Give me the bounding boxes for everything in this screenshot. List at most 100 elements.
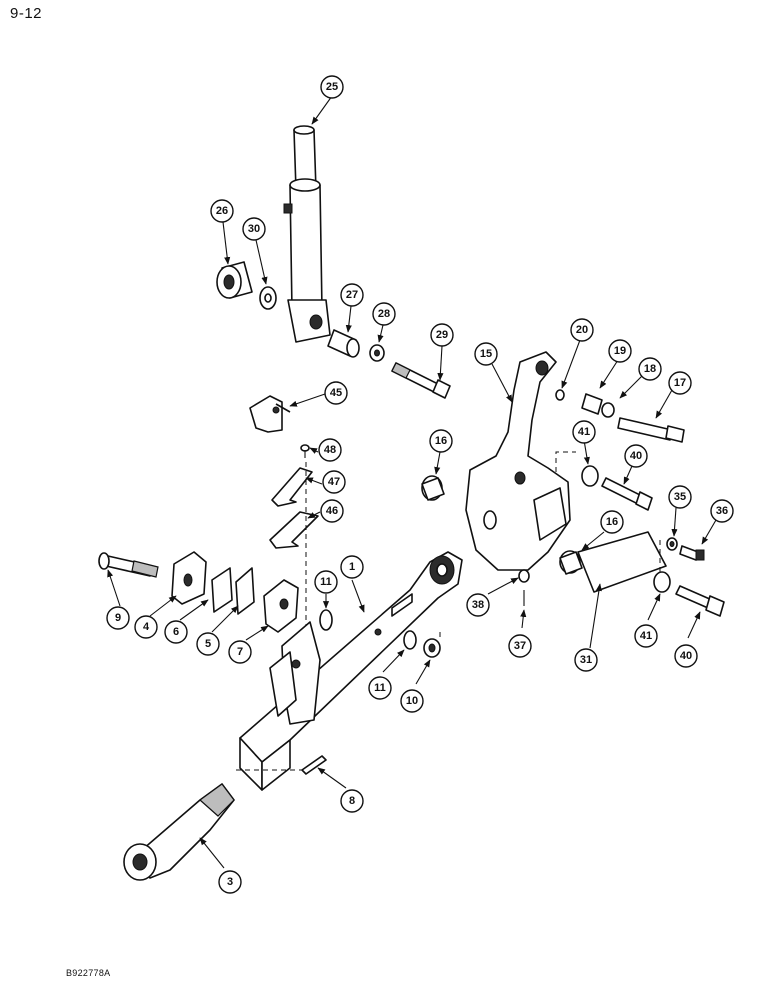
callout-1: 1 [340, 555, 364, 579]
callout-26: 26 [210, 199, 234, 223]
shim-6 [211, 567, 233, 613]
svg-text:1: 1 [349, 561, 355, 573]
block-4 [171, 551, 207, 605]
callout-38: 38 [466, 593, 490, 617]
callout-11-upper: 11 [314, 570, 338, 594]
svg-text:26: 26 [216, 205, 228, 217]
callout-19: 19 [608, 339, 632, 363]
callout-15: 15 [474, 342, 498, 366]
callout-4: 4 [134, 615, 158, 639]
svg-text:35: 35 [674, 491, 686, 503]
svg-text:11: 11 [320, 576, 332, 588]
callout-9: 9 [106, 606, 130, 630]
screw-20 [555, 389, 565, 401]
clamp-7 [263, 579, 299, 633]
link-3 [123, 783, 235, 881]
bolt-17 [617, 417, 685, 443]
svg-text:6: 6 [173, 626, 179, 638]
washer-30 [259, 286, 277, 310]
callout-37: 37 [508, 634, 532, 658]
washer-41-lower [653, 571, 671, 593]
callout-5: 5 [196, 632, 220, 656]
figure-id: B922778A [66, 968, 111, 978]
pin-8 [301, 755, 327, 775]
callout-16-lower: 16 [600, 510, 624, 534]
svg-text:41: 41 [640, 630, 652, 642]
plate-31 [577, 531, 667, 593]
bearing-26 [216, 261, 253, 299]
callout-3: 3 [218, 870, 242, 894]
plate-47 [271, 467, 313, 507]
svg-text:3: 3 [227, 876, 233, 888]
svg-text:7: 7 [237, 646, 243, 658]
bushing-19 [581, 393, 603, 415]
callout-47: 47 [322, 470, 346, 494]
callout-25: 25 [320, 75, 344, 99]
callout-20: 20 [570, 318, 594, 342]
callout-40-upper: 40 [624, 444, 648, 468]
leader-lines [107, 95, 717, 869]
svg-text:38: 38 [472, 599, 484, 611]
screw-48 [300, 444, 310, 458]
svg-text:18: 18 [644, 363, 656, 375]
callout-11-lower: 11 [368, 676, 392, 700]
svg-text:15: 15 [480, 348, 492, 360]
callout-6: 6 [164, 620, 188, 644]
svg-text:29: 29 [436, 329, 448, 341]
callout-10: 10 [400, 689, 424, 713]
svg-text:16: 16 [435, 435, 447, 447]
svg-text:47: 47 [328, 476, 340, 488]
svg-text:9: 9 [115, 612, 121, 624]
callout-17: 17 [668, 371, 692, 395]
washer-11-upper [319, 609, 333, 631]
page-number: 9-12 [10, 5, 43, 22]
svg-text:5: 5 [205, 638, 211, 650]
svg-text:8: 8 [349, 795, 355, 807]
shim-5 [235, 567, 255, 615]
screw-36 [679, 545, 705, 561]
callout-8: 8 [340, 789, 364, 813]
bracket-45 [249, 395, 291, 433]
callout-16-upper: 16 [429, 429, 453, 453]
callout-30: 30 [242, 217, 266, 241]
svg-text:4: 4 [143, 621, 150, 633]
washer-11-lower [403, 630, 417, 650]
bushing-16-lower [559, 550, 583, 575]
svg-text:28: 28 [378, 308, 390, 320]
svg-text:41: 41 [578, 426, 590, 438]
svg-text:16: 16 [606, 516, 618, 528]
callout-48: 48 [318, 438, 342, 462]
plate-46 [269, 511, 319, 549]
nut-10 [423, 638, 441, 658]
bolt-29 [391, 362, 451, 399]
svg-text:27: 27 [346, 289, 358, 301]
callout-35: 35 [668, 485, 692, 509]
callout-41-lower: 41 [634, 624, 658, 648]
svg-text:45: 45 [330, 387, 342, 399]
svg-text:30: 30 [248, 223, 260, 235]
callout-46: 46 [320, 499, 344, 523]
bolt-40-upper [601, 477, 653, 511]
callout-41-upper: 41 [572, 420, 596, 444]
lift-cylinder [283, 125, 331, 343]
washer-35 [666, 537, 678, 551]
svg-text:31: 31 [580, 654, 592, 666]
washer-28 [369, 344, 385, 362]
callout-7: 7 [228, 640, 252, 664]
svg-text:36: 36 [716, 505, 728, 517]
svg-text:10: 10 [406, 695, 418, 707]
callout-31: 31 [574, 648, 598, 672]
bushing-16-upper [421, 475, 445, 501]
arm-15 [465, 351, 571, 571]
callout-18: 18 [638, 357, 662, 381]
callout-27: 27 [340, 283, 364, 307]
svg-text:11: 11 [374, 682, 386, 694]
callout-40-lower: 40 [674, 644, 698, 668]
svg-text:46: 46 [326, 505, 338, 517]
svg-text:48: 48 [324, 444, 336, 456]
callout-36: 36 [710, 499, 734, 523]
svg-text:25: 25 [326, 81, 338, 93]
bushing-38 [518, 569, 530, 583]
callout-28: 28 [372, 302, 396, 326]
